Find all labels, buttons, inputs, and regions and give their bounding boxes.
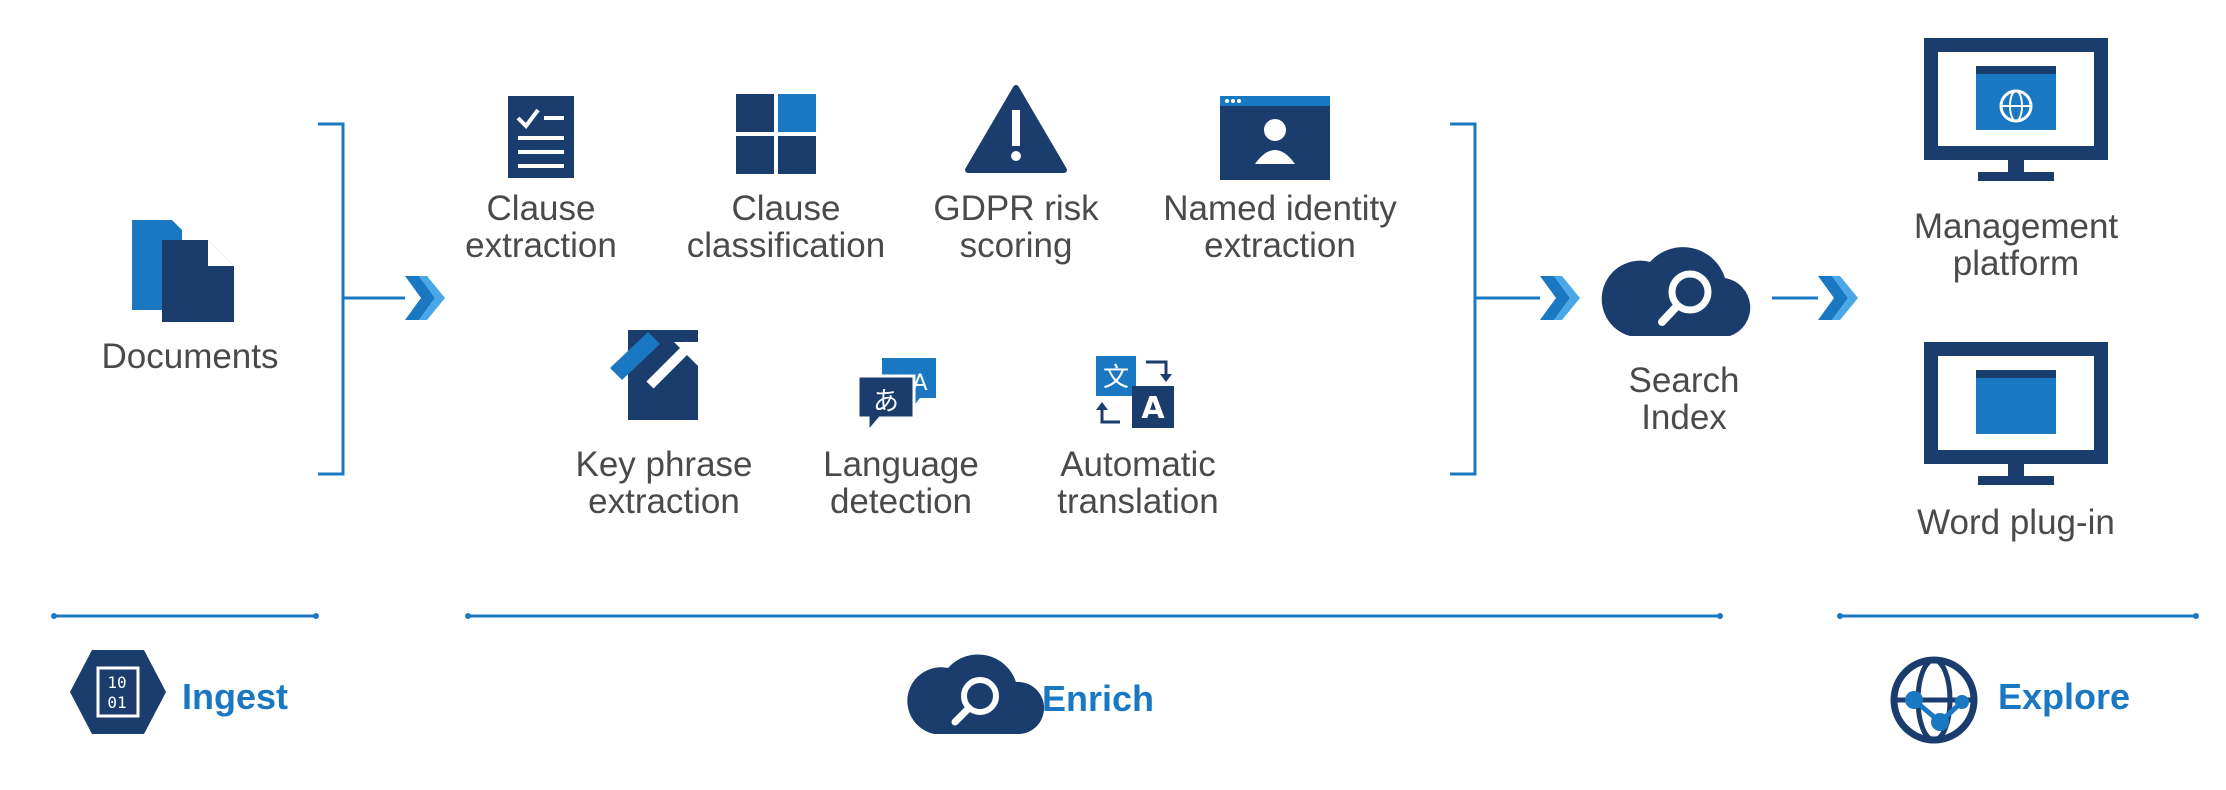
globe-network-icon	[1890, 656, 1978, 744]
cloud-search-icon	[1601, 247, 1751, 336]
enrich-bracket	[1450, 122, 1477, 476]
phase-label-enrich: Enrich	[1042, 678, 1155, 719]
chevron-arrow-icon	[405, 276, 445, 320]
documents-icon	[132, 220, 234, 322]
svg-text:文: 文	[1103, 363, 1129, 393]
binary-hexagon-icon: 10 01	[70, 650, 166, 734]
monitor-globe-icon	[1924, 38, 2108, 181]
phase-label-ingest: Ingest	[182, 676, 289, 717]
documents-label: Documents	[101, 337, 279, 376]
grid-squares-icon	[736, 94, 816, 174]
monitor-window-icon	[1924, 342, 2108, 485]
svg-text:A: A	[912, 371, 927, 396]
chevron-arrow-icon	[1818, 276, 1858, 320]
speech-bubbles-icon: あ A	[856, 358, 936, 437]
phase-label-explore: Explore	[1998, 676, 2131, 717]
chevron-arrow-icon	[1540, 276, 1580, 320]
svg-text:01: 01	[107, 693, 126, 712]
person-card-icon	[1220, 96, 1330, 180]
tag-arrow-icon	[610, 330, 700, 420]
word-plugin-label: Word plug-in	[1917, 503, 2115, 542]
svg-text:あ: あ	[873, 387, 899, 417]
checklist-document-icon	[508, 96, 574, 178]
ingest-bracket	[318, 122, 345, 476]
warning-triangle-icon	[965, 85, 1067, 173]
cloud-search-icon	[907, 654, 1045, 734]
svg-text:A: A	[1141, 391, 1165, 426]
svg-text:10: 10	[107, 673, 126, 692]
translate-icon: 文 A	[1096, 356, 1174, 428]
